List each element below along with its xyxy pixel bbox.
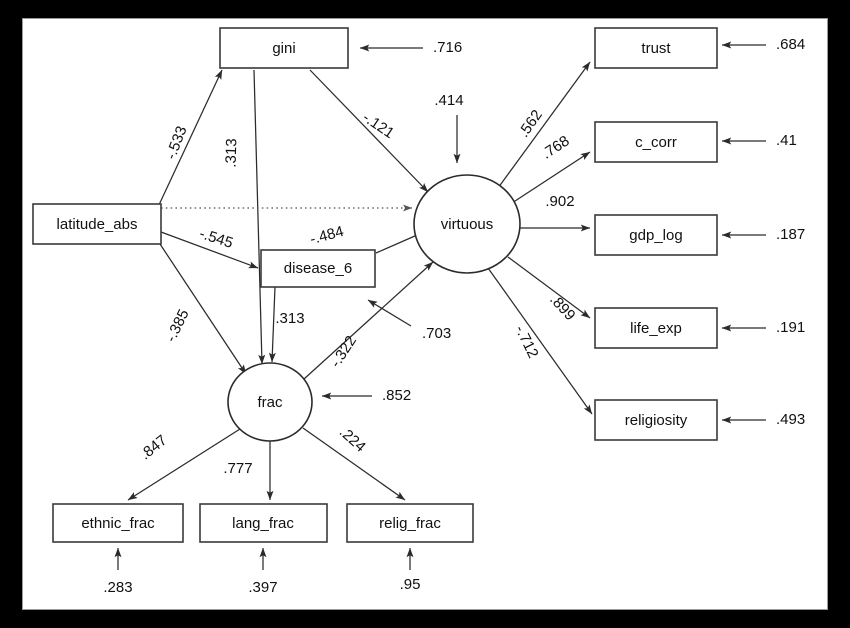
- residual-gini: .716: [359, 39, 462, 56]
- edge-label-gini-to-frac: .313: [222, 138, 240, 168]
- edge-frac-to-relig_frac: .224: [302, 424, 406, 501]
- node-relig_frac[interactable]: relig_frac: [346, 503, 474, 543]
- residual-lang_frac: .397: [248, 547, 278, 596]
- node-disease_6[interactable]: disease_6: [260, 249, 376, 288]
- residual-religiosity: .493: [721, 411, 805, 428]
- node-virtuous[interactable]: virtuous: [413, 174, 521, 274]
- edge-label-disease-to-virtuous: -.484: [308, 223, 345, 248]
- node-label-latitude_abs: latitude_abs: [57, 216, 138, 233]
- node-ethnic_frac[interactable]: ethnic_frac: [52, 503, 184, 543]
- node-label-religiosity: religiosity: [625, 412, 688, 429]
- residual-trust: .684: [721, 36, 805, 53]
- residual-relig_frac: .95: [400, 547, 421, 593]
- node-label-gdp_log: gdp_log: [629, 227, 682, 244]
- node-label-relig_frac: relig_frac: [379, 515, 441, 532]
- residual-label-trust: .684: [776, 36, 805, 53]
- residual-gdp_log: .187: [721, 226, 805, 243]
- edge-disease_6-to-virtuous: -.484: [308, 223, 425, 254]
- residual-label-religiosity: .493: [776, 411, 805, 428]
- node-lang_frac[interactable]: lang_frac: [199, 503, 328, 543]
- edge-residual-703: .703: [367, 299, 451, 342]
- residual-label-703: .703: [422, 325, 451, 342]
- edge-gini-to-frac: .313: [222, 69, 266, 365]
- edge-gini-to-virtuous: -.121: [309, 69, 429, 193]
- node-label-disease_6: disease_6: [284, 260, 352, 277]
- residual-label-lang: .397: [248, 579, 277, 596]
- edge-label-lat-to-frac: -.385: [162, 307, 192, 345]
- edge-label-virtuous-to-gdplog: .902: [545, 193, 574, 210]
- edge-latitude_abs-to-disease_6: -.545: [160, 225, 259, 269]
- edge-latitude_abs-to-gini: -.533: [157, 69, 223, 208]
- node-life_exp[interactable]: life_exp: [594, 307, 718, 349]
- residual-label-lifeexp: .191: [776, 319, 805, 336]
- edge-label-virtuous-to-trust: .562: [515, 107, 546, 141]
- edge-label-frac-to-virtuous: -.322: [327, 333, 360, 371]
- edge-frac-to-lang_frac: .777: [223, 441, 274, 501]
- edge-label-virtuous-to-ccorr: .768: [539, 132, 573, 162]
- node-latitude_abs[interactable]: latitude_abs: [32, 203, 162, 245]
- edge-label-frac-to-relig: .224: [336, 424, 369, 456]
- edge-virtuous-to-trust: .562: [497, 61, 591, 189]
- node-gdp_log[interactable]: gdp_log: [594, 214, 718, 256]
- residual-label-frac: .852: [382, 387, 411, 404]
- residual-c_corr: .41: [721, 132, 797, 149]
- node-label-life_exp: life_exp: [630, 320, 682, 337]
- node-label-ethnic_frac: ethnic_frac: [81, 515, 155, 532]
- node-c_corr[interactable]: c_corr: [594, 121, 718, 163]
- node-label-gini: gini: [272, 40, 295, 57]
- node-frac[interactable]: frac: [227, 362, 313, 442]
- edge-disease_6-to-frac: .313: [268, 286, 305, 363]
- edge-label-virtuous-to-lifeexp: .899: [546, 291, 578, 324]
- edge-label-gini-to-virtuous: -.121: [359, 109, 397, 142]
- residual-label-relig: .95: [400, 576, 421, 593]
- edge-label-frac-to-ethnic: .847: [137, 432, 170, 464]
- node-label-lang_frac: lang_frac: [232, 515, 294, 532]
- residual-label-gini: .716: [433, 39, 462, 56]
- edge-latitude_abs-to-frac: -.385: [159, 243, 247, 375]
- residual-life_exp: .191: [721, 319, 805, 336]
- edge-label-disease-to-frac: .313: [275, 310, 304, 327]
- residual-ethnic_frac: .283: [103, 547, 133, 596]
- edge-label-lat-to-gini: -.533: [162, 124, 190, 162]
- node-religiosity[interactable]: religiosity: [594, 399, 718, 441]
- node-label-virtuous: virtuous: [441, 216, 494, 233]
- node-label-c_corr: c_corr: [635, 134, 677, 151]
- node-gini[interactable]: gini: [219, 27, 349, 69]
- node-label-trust: trust: [641, 40, 671, 57]
- residual-label-ccorr: .41: [776, 132, 797, 149]
- edge-virtuous-to-gdp_log: .902: [519, 193, 591, 232]
- edge-virtuous-to-religiosity: -.712: [487, 267, 593, 415]
- edge-label-virtuous-to-religiosity: -.712: [511, 323, 541, 361]
- residual-virtuous: .414: [434, 92, 464, 164]
- residual-label-gdplog: .187: [776, 226, 805, 243]
- node-label-frac: frac: [257, 394, 283, 411]
- node-trust[interactable]: trust: [594, 27, 718, 69]
- residual-label-ethnic: .283: [103, 579, 132, 596]
- edge-label-frac-to-lang: .777: [223, 460, 252, 477]
- residual-frac: .852: [321, 387, 411, 404]
- residual-label-virtuous: .414: [434, 92, 463, 109]
